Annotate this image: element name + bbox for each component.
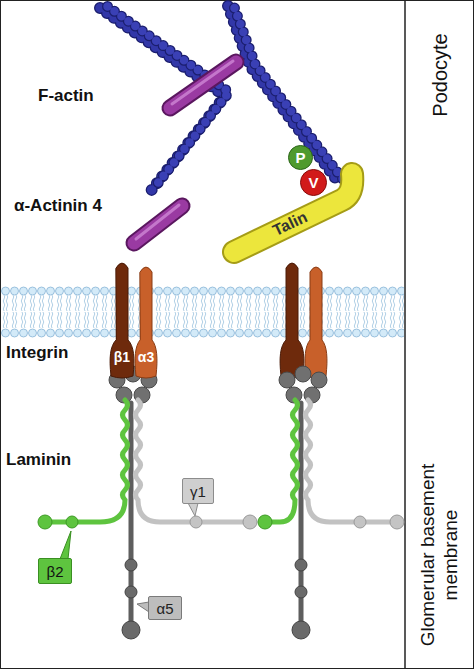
alpha5-domain (125, 559, 137, 571)
gamma1-chain (306, 400, 399, 522)
alpha5-domain (122, 621, 140, 639)
gamma1-domain (243, 515, 257, 529)
node-text: V (308, 175, 318, 190)
actinin-rod (170, 62, 236, 108)
callout-box: γ1 (182, 478, 214, 504)
alpha5-domain (295, 559, 307, 571)
alpha5-domain (295, 586, 307, 598)
structure-label: Laminin (6, 450, 106, 470)
node-text: α5 (156, 601, 173, 616)
beta2-domain (66, 516, 78, 528)
outline-path (234, 174, 352, 252)
beta2-domain (258, 515, 272, 529)
actin-beads (104, 4, 229, 188)
integrin-beta-subunit (280, 263, 304, 378)
outline-path (135, 267, 157, 378)
headpiece-ball (279, 372, 295, 388)
structure-label: Integrin (6, 343, 106, 363)
integrin-alpha-subunit: α3 (133, 262, 159, 380)
beta2-domain (38, 515, 52, 529)
laminin-domains (38, 515, 404, 639)
actin-beads (100, 8, 225, 192)
gamma1-domain (354, 516, 366, 528)
callout-pointer (188, 503, 198, 516)
callout-box: β2 (38, 558, 72, 584)
outline-path (234, 174, 352, 252)
gamma1-domain (390, 515, 404, 529)
node-text: β2 (47, 564, 64, 579)
f-actin-filaments (100, 4, 345, 192)
actin-beads (233, 4, 345, 182)
headpiece-ball (311, 372, 327, 388)
node-text: γ1 (190, 484, 206, 499)
actinin-highlight (136, 205, 179, 239)
node-text: α3 (138, 350, 154, 364)
node-text: P (295, 150, 305, 165)
structure-label: F-actin (38, 86, 148, 106)
gamma1-domain (190, 516, 202, 528)
gamma1-chain (136, 400, 251, 522)
region-label: Glomerular basement membrane (415, 440, 465, 669)
actin-beads (104, 4, 229, 188)
integrin-alpha-subunit (305, 267, 327, 378)
actinin-rod (134, 206, 182, 243)
region-label: Podocyte (426, 10, 454, 140)
protein-circle: P (288, 145, 313, 170)
outline-path (110, 263, 134, 378)
alpha-actinin-rods (134, 61, 236, 243)
alpha5-domain (292, 621, 310, 639)
structure-label: α-Actinin 4 (14, 196, 144, 216)
divider-line (404, 0, 406, 669)
beta2-chain (265, 400, 298, 522)
callout-box: α5 (148, 596, 182, 620)
lipid-bilayer (1, 286, 404, 338)
talin-bar: Talin (222, 160, 367, 265)
actinin-highlight (172, 61, 233, 104)
actinin-rod (170, 62, 236, 108)
alpha5-domain (125, 586, 137, 598)
headpiece-ball (295, 366, 311, 382)
integrin-beta-subunit: β1 (108, 258, 136, 380)
right-integrin (280, 263, 327, 378)
actinin-rod (134, 206, 182, 243)
protein-circle: V (300, 169, 327, 196)
node-text: β1 (114, 350, 130, 364)
actin-beads (233, 4, 345, 182)
actin-beads (100, 8, 225, 192)
laminin-chains (45, 400, 398, 630)
callout-pointer (60, 531, 71, 559)
